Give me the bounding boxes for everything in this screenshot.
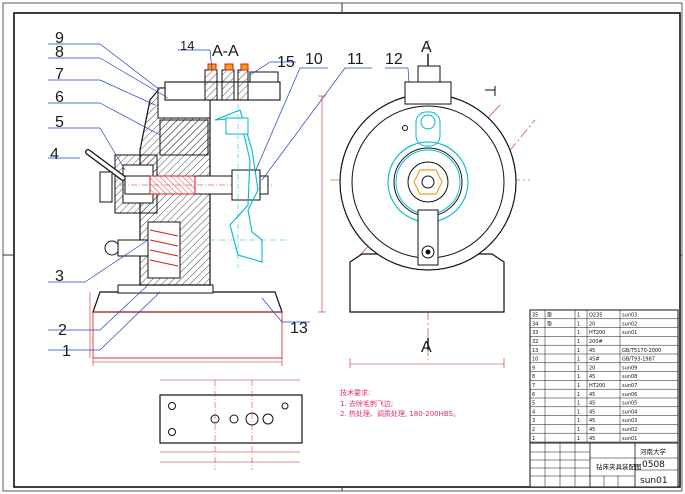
- parts-cell: 45: [589, 427, 595, 433]
- parts-cell: 垫: [547, 312, 552, 319]
- parts-cell: 2: [532, 427, 535, 433]
- callout-1: 1: [62, 343, 71, 360]
- parts-cell: 45: [589, 436, 595, 442]
- parts-cell: sun05: [622, 401, 637, 407]
- tech-notes-title: 技术要求:: [340, 388, 370, 397]
- parts-cell: 7: [532, 383, 535, 389]
- section-label-aa: A-A: [212, 43, 239, 60]
- parts-cell: sun01: [622, 436, 637, 442]
- parts-cell: 200#: [589, 339, 603, 345]
- parts-cell: 35: [532, 313, 538, 319]
- parts-cell: 1: [577, 348, 580, 354]
- title-drawing-name: 钻床夹具装配图: [596, 462, 642, 471]
- title-drawing-number: sun01: [640, 476, 668, 486]
- callout-3: 3: [55, 268, 64, 285]
- parts-cell: 1: [577, 392, 580, 398]
- parts-cell: GB/T93-1987: [622, 357, 655, 363]
- parts-cell: sun07: [622, 383, 637, 389]
- parts-cell: 32: [532, 339, 538, 345]
- parts-cell: 9: [532, 365, 535, 371]
- parts-cell: sun03: [622, 313, 637, 319]
- callout-leaders: [48, 43, 413, 351]
- parts-cell: 10: [532, 357, 538, 363]
- parts-cell: 33: [532, 330, 538, 336]
- parts-cell: 1: [577, 427, 580, 433]
- parts-cell: 5: [532, 401, 535, 407]
- callout-12: 12: [385, 51, 403, 68]
- parts-cell: sun02: [622, 427, 637, 433]
- parts-cell: 1: [577, 321, 580, 327]
- parts-cell: 8: [532, 374, 535, 380]
- parts-cell: 1: [577, 365, 580, 371]
- parts-cell: 4: [532, 409, 535, 415]
- title-school: 河南大学: [640, 447, 667, 456]
- callout-14: 14: [180, 38, 194, 53]
- parts-cell: 34: [532, 321, 538, 327]
- inner-border: [13, 12, 681, 488]
- parts-cell: HT200: [589, 383, 605, 389]
- parts-cell: 20: [589, 321, 595, 327]
- parts-cell: 45: [589, 418, 595, 424]
- callout-labels: 1 2 3 4 5 6 7 8 9 10 11 12 13 14 15 A-A: [50, 30, 403, 360]
- parts-cell: sun04: [622, 409, 637, 415]
- parts-cell: sun02: [622, 321, 637, 327]
- parts-cell: 6: [532, 392, 535, 398]
- callout-5: 5: [55, 114, 64, 131]
- side-view: A A: [318, 39, 536, 368]
- parts-cell: 1: [532, 436, 535, 442]
- section-mark-a-top: A: [421, 39, 432, 56]
- parts-cell: 45: [589, 409, 595, 415]
- callout-8: 8: [55, 44, 64, 61]
- tech-notes: 技术要求: 1. 去除毛刺飞边; 2. 热处理、调质处理, 180-200HBS…: [340, 388, 460, 418]
- callout-9: 9: [55, 30, 64, 47]
- parts-cell: 20: [589, 365, 595, 371]
- parts-cell: 45: [589, 392, 595, 398]
- callout-15: 15: [277, 54, 295, 71]
- parts-cell: 1: [577, 409, 580, 415]
- parts-cell: 垫: [547, 320, 552, 327]
- callout-11: 11: [347, 51, 364, 68]
- parts-cell: 1: [577, 418, 580, 424]
- parts-cell: 3: [532, 418, 535, 424]
- parts-cell: Q235: [589, 313, 602, 319]
- parts-cell: sun06: [622, 392, 637, 398]
- callout-6: 6: [55, 89, 64, 106]
- section-mark-a-bottom: A: [421, 339, 432, 356]
- parts-cell: 1: [577, 330, 580, 336]
- callout-10: 10: [305, 51, 323, 68]
- parts-cell: 13: [532, 348, 538, 354]
- parts-cell: 1: [577, 313, 580, 319]
- parts-cell: 45: [589, 401, 595, 407]
- parts-cell: GB/T5170-2000: [622, 348, 661, 354]
- tech-notes-line2: 2. 热处理、调质处理, 180-200HBS。: [340, 409, 460, 418]
- parts-cell: 45: [589, 374, 595, 380]
- callout-7: 7: [55, 66, 64, 83]
- parts-cell: sun01: [622, 330, 637, 336]
- parts-cell: 1: [577, 357, 580, 363]
- parts-cell: 45: [589, 348, 595, 354]
- title-code: 0508: [642, 460, 665, 470]
- parts-cell: 1: [577, 436, 580, 442]
- parts-cell: sun09: [622, 365, 637, 371]
- tech-notes-line1: 1. 去除毛刺飞边;: [340, 399, 393, 408]
- parts-cell: 1: [577, 374, 580, 380]
- parts-cell: 45#: [589, 357, 600, 363]
- callout-13: 13: [290, 320, 308, 337]
- parts-cell: HT200: [589, 330, 605, 336]
- parts-cell: 1: [577, 401, 580, 407]
- callout-2: 2: [58, 322, 67, 339]
- plan-view: [159, 379, 303, 470]
- callout-4: 4: [50, 146, 59, 163]
- parts-cell: 1: [577, 383, 580, 389]
- section-view-aa: [85, 63, 290, 366]
- parts-cell: sun08: [622, 374, 637, 380]
- parts-cell: sun03: [622, 418, 637, 424]
- parts-cell: 1: [577, 339, 580, 345]
